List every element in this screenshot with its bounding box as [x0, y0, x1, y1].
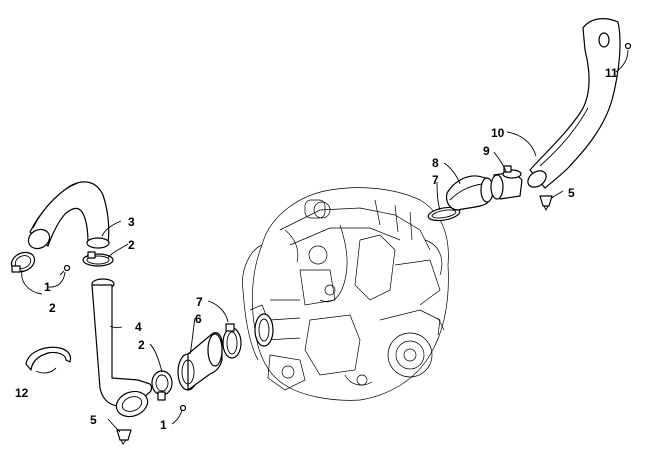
- grommet-part-5-upper: [539, 195, 553, 212]
- callout-2-upper: 2: [128, 238, 135, 252]
- leader-lines: [21, 49, 629, 433]
- callout-12: 12: [15, 386, 29, 400]
- callout-7-left: 7: [196, 295, 203, 309]
- clamp-part-2-left: [10, 251, 36, 273]
- strap-part-12: [25, 346, 72, 371]
- callout-4: 4: [135, 320, 142, 334]
- clamp-part-2-upper: [82, 251, 114, 267]
- callout-5-lower: 5: [90, 413, 97, 427]
- callout-11: 11: [605, 66, 618, 80]
- callout-3: 3: [128, 215, 135, 229]
- callout-2-lower: 2: [138, 338, 145, 352]
- engine-inlet-ring: [254, 313, 274, 347]
- clamp-part-7-right: [427, 206, 461, 222]
- screw-part-11: [624, 42, 632, 50]
- clamp-part-7-left: [222, 323, 242, 359]
- boot-part-8: [445, 175, 494, 211]
- engine-assembly: [242, 187, 449, 401]
- grommet-part-5-lower: [116, 429, 132, 445]
- callout-1-lower: 1: [160, 418, 167, 432]
- upper-intake-hose-part-3: [27, 181, 110, 250]
- callout-2-left: 2: [49, 301, 56, 315]
- screw-part-1-upper: [59, 264, 71, 276]
- coupler-part-9: [490, 165, 523, 200]
- outlet-hose-part-10: [527, 18, 621, 189]
- callout-10: 10: [491, 126, 505, 140]
- callout-7-right: 7: [432, 173, 439, 187]
- callout-5-upper: 5: [568, 186, 575, 200]
- callout-8: 8: [432, 156, 439, 170]
- screw-part-1-lower: [179, 404, 187, 412]
- callout-9: 9: [483, 144, 490, 158]
- intake-tube-part-4: [91, 278, 153, 418]
- callout-1-upper: 1: [44, 280, 51, 294]
- callout-6: 6: [195, 312, 202, 326]
- clamp-part-2-lower: [151, 370, 173, 401]
- reducer-boot-part-6: [177, 332, 223, 391]
